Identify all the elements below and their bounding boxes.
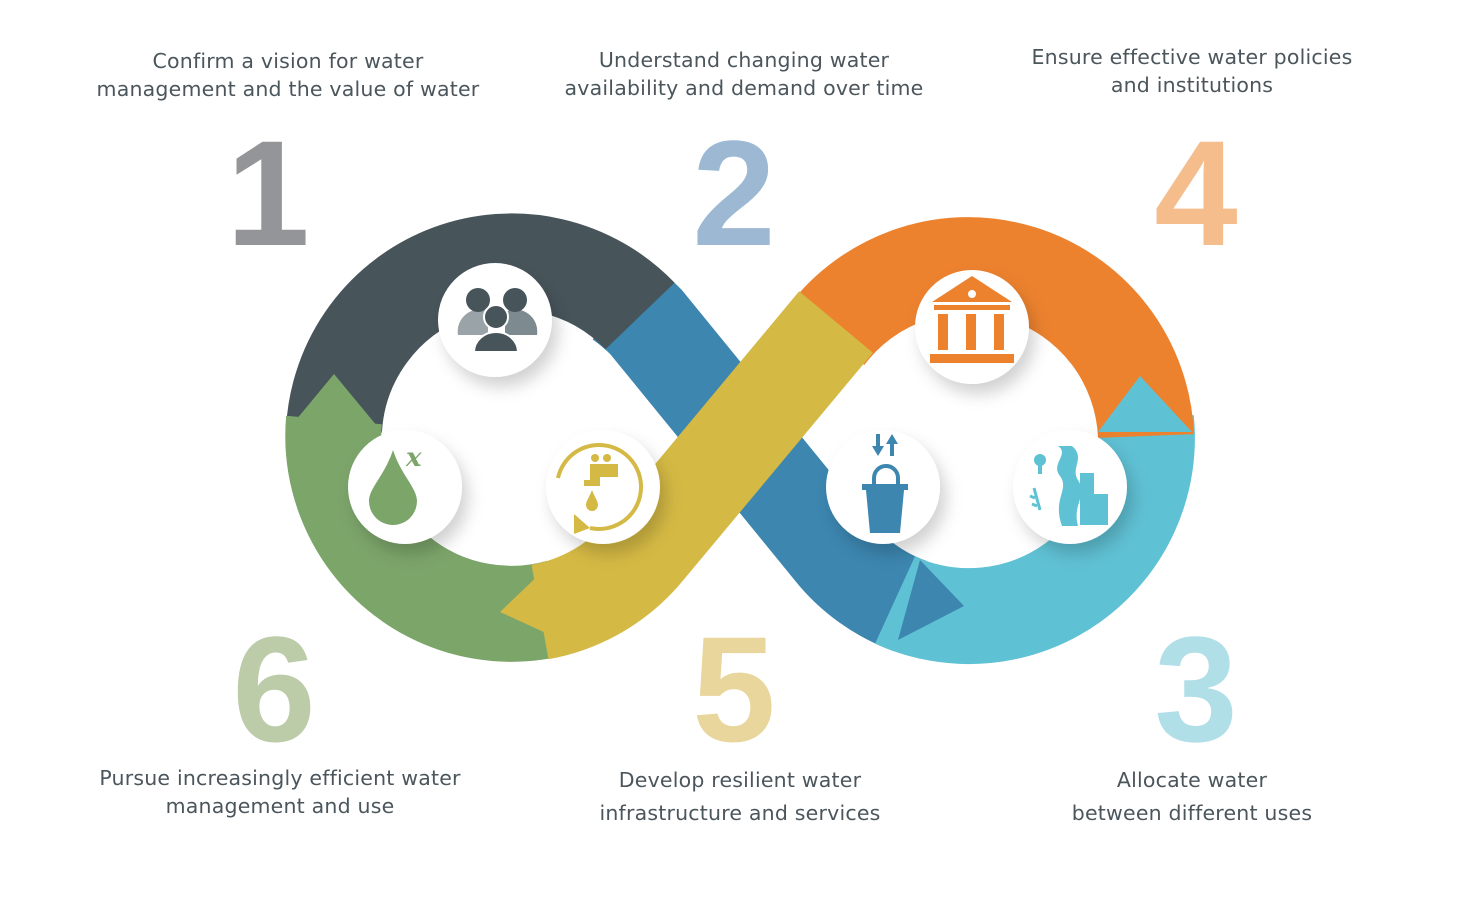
tap-cycle-icon <box>556 443 644 534</box>
step-4-band <box>787 217 1194 440</box>
river-city-icon <box>1029 446 1108 526</box>
step-1-number: 1 <box>226 109 310 277</box>
step-5-arrow-tip <box>500 566 572 645</box>
water-drop-efficiency-icon: x <box>369 443 422 525</box>
step-6-line1: Pursue increasingly efficient water <box>99 766 461 790</box>
step-6-line2: management and use <box>165 794 395 818</box>
step-4-caption: Ensure effective water policies and inst… <box>972 43 1412 99</box>
step-5-caption: Develop resilient water infrastructure a… <box>520 764 960 830</box>
bucket-tap-icon <box>862 434 908 533</box>
step-2-caption: Understand changing water availability a… <box>524 46 964 102</box>
step-2-line2: availability and demand over time <box>564 76 924 100</box>
step-3-arrow-tip <box>1098 376 1192 432</box>
step-4-line1: Ensure effective water policies <box>1031 45 1353 69</box>
step-3-line2: between different uses <box>1071 801 1313 825</box>
step-3-band <box>875 415 1195 665</box>
step-5-number: 5 <box>692 605 776 773</box>
step-2-line1: Understand changing water <box>598 48 890 72</box>
step-1-band <box>286 213 675 434</box>
step-5-line2: infrastructure and services <box>599 801 881 825</box>
step-6-number: 6 <box>232 605 316 773</box>
step-1-caption: Confirm a vision for water management an… <box>68 47 508 103</box>
step-2-arrow-tip <box>898 560 964 640</box>
people-group-icon <box>457 288 538 353</box>
step-6-caption: Pursue increasingly efficient water mana… <box>60 764 500 820</box>
step-2-number: 2 <box>692 109 776 277</box>
step-1-line1: Confirm a vision for water <box>152 49 424 73</box>
step-6-arrow-tip <box>286 374 382 432</box>
step-1-line2: management and the value of water <box>96 77 480 101</box>
step-3-number: 3 <box>1154 605 1238 773</box>
step-4-number: 4 <box>1154 109 1238 277</box>
step-3-line1: Allocate water <box>1116 768 1268 792</box>
step-5-line1: Develop resilient water <box>618 768 862 792</box>
step-3-caption: Allocate water between different uses <box>972 764 1412 830</box>
institution-building-icon <box>930 276 1014 363</box>
efficiency-x-symbol: x <box>405 443 422 473</box>
step-4-line2: and institutions <box>1110 73 1274 97</box>
